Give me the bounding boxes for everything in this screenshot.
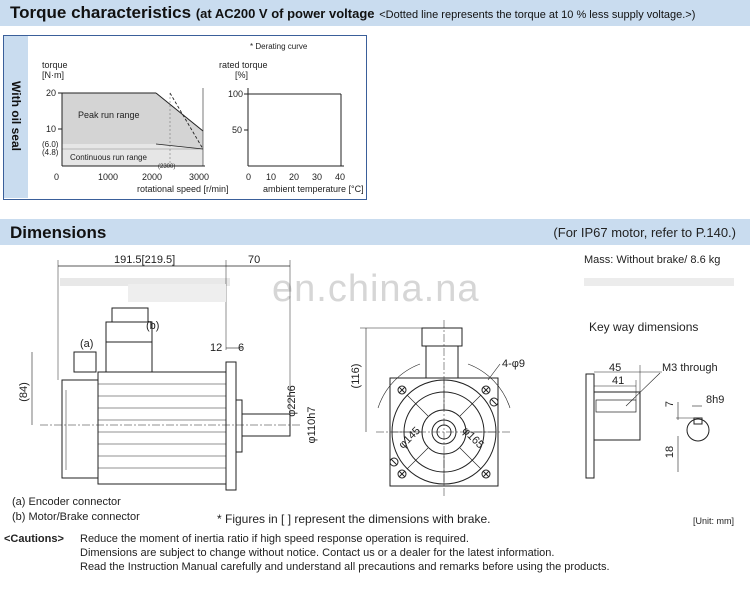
label-a: (a)	[80, 338, 94, 350]
key-45: 45	[609, 362, 622, 374]
dimensions-header: Dimensions (For IP67 motor, refer to P.1…	[0, 219, 750, 245]
torque-charts-svg	[58, 88, 344, 167]
cautions-label: <Cautions>	[4, 533, 64, 545]
left-ytick-10: 10	[46, 124, 57, 134]
left-xtick-2000: 2000	[142, 172, 163, 182]
brake-note: * Figures in [ ] represent the dimension…	[217, 512, 491, 526]
torque-header: Torque characteristics (at AC200 V of po…	[0, 0, 750, 26]
right-xtick-40: 40	[335, 172, 346, 182]
dimension-drawings	[31, 260, 710, 496]
dim-length: 191.5[219.5]	[114, 254, 176, 266]
key-m3: M3 through	[662, 362, 718, 374]
legend-motor-brake: (b) Motor/Brake connector	[12, 511, 140, 523]
left-xlabel: rotational speed [r/min]	[137, 184, 229, 194]
side-view	[31, 260, 300, 491]
dimensions-ref: (For IP67 motor, refer to P.140.)	[553, 225, 736, 240]
left-ytick-20: 20	[46, 88, 57, 98]
torque-title: Torque characteristics	[10, 3, 192, 22]
right-ytick-100: 100	[228, 89, 244, 99]
peak-solid-slope	[155, 92, 204, 132]
label-b: (b)	[146, 320, 160, 332]
dim-holes: 4-φ9	[502, 358, 526, 370]
continuous-run-region	[62, 144, 203, 166]
mass-value: 8.6 kg	[690, 254, 721, 266]
dimensions-title: Dimensions	[10, 223, 107, 242]
right-xtick-0: 0	[246, 172, 252, 182]
torque-title-line: Torque characteristics (at AC200 V of po…	[10, 3, 695, 23]
keyway-title: Key way dimensions	[589, 320, 699, 334]
peak-dotted-line	[169, 92, 204, 150]
front-view	[360, 320, 512, 496]
right-ylabel-2: [%]	[235, 70, 249, 80]
key-41: 41	[612, 375, 625, 387]
dim-70: 70	[248, 254, 261, 266]
left-ytick-48: (4.8)	[42, 148, 59, 157]
watermark-blur-2	[584, 278, 734, 286]
continuous-run-label: Continuous run range	[70, 153, 147, 162]
left-chart	[58, 88, 205, 167]
right-xtick-20: 20	[289, 172, 300, 182]
watermark-blur-1	[60, 278, 230, 286]
legend-encoder: (a) Encoder connector	[12, 496, 121, 508]
left-ylabel-2: [N·m]	[42, 70, 64, 80]
keyway-view	[585, 365, 710, 479]
mounting-holes	[389, 385, 499, 479]
left-xtick-0: 0	[54, 172, 60, 182]
derating-note: * Derating curve	[250, 42, 308, 51]
left-ytick-6: (6.0)	[42, 140, 59, 149]
peak-run-region	[62, 93, 203, 149]
torque-note: <Dotted line represents the torque at 10…	[379, 9, 696, 21]
caution-line-3: Read the Instruction Manual carefully an…	[80, 561, 610, 573]
right-ytick-50: 50	[232, 125, 243, 135]
left-xtick-1000: 1000	[98, 172, 119, 182]
right-xtick-10: 10	[266, 172, 277, 182]
right-xlabel: ambient temperature [°C]	[263, 184, 364, 194]
left-xtick-3000: 3000	[189, 172, 210, 182]
left-ylabel-1: torque	[42, 60, 68, 70]
caution-line-1: Reduce the moment of inertia ratio if hi…	[80, 533, 469, 545]
right-chart	[244, 88, 344, 167]
side-label-bar	[4, 36, 28, 198]
key-8h9: 8h9	[706, 394, 725, 406]
torque-subtitle: (at AC200 V of power voltage	[195, 6, 375, 21]
caution-line-2: Dimensions are subject to change without…	[80, 547, 555, 559]
left-xtick-2300: (2300)	[158, 164, 176, 170]
mass-label: Mass: Without brake/ 8.6 kg	[584, 254, 721, 266]
right-xtick-30: 30	[312, 172, 323, 182]
watermark: en.china.na	[272, 268, 480, 310]
dim-12: 12	[210, 342, 223, 354]
peak-run-label: Peak run range	[78, 110, 140, 120]
unit-note: [Unit: mm]	[693, 516, 735, 526]
right-ylabel-1: rated torque	[219, 60, 268, 70]
torque-box	[3, 35, 367, 200]
